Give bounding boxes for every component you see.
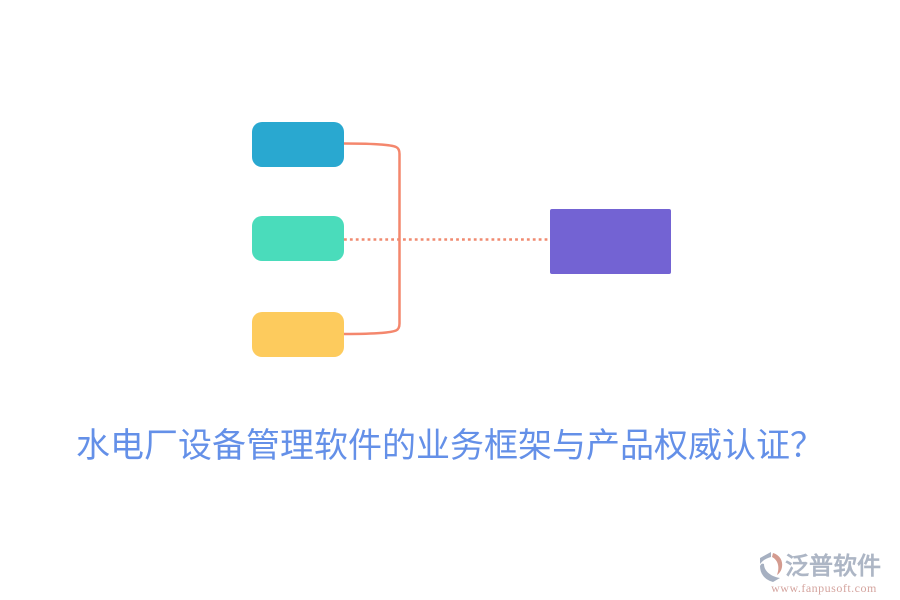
page-title: 水电厂设备管理软件的业务框架与产品权威认证？ xyxy=(76,428,824,465)
watermark-brand-row: 泛普软件 xyxy=(756,550,892,584)
watermark: 泛普软件 www.fanpusoft.com xyxy=(756,550,892,596)
watermark-url: www.fanpusoft.com xyxy=(771,581,877,595)
diagram-node-middle[interactable] xyxy=(252,216,344,261)
diagram-node-bottom[interactable] xyxy=(252,312,344,357)
bracket-connector xyxy=(343,142,401,336)
fanpu-logo-icon xyxy=(760,552,783,582)
diagram-node-target[interactable] xyxy=(550,209,671,274)
watermark-brand-text: 泛普软件 xyxy=(785,554,881,580)
diagram-node-top[interactable] xyxy=(252,122,344,167)
